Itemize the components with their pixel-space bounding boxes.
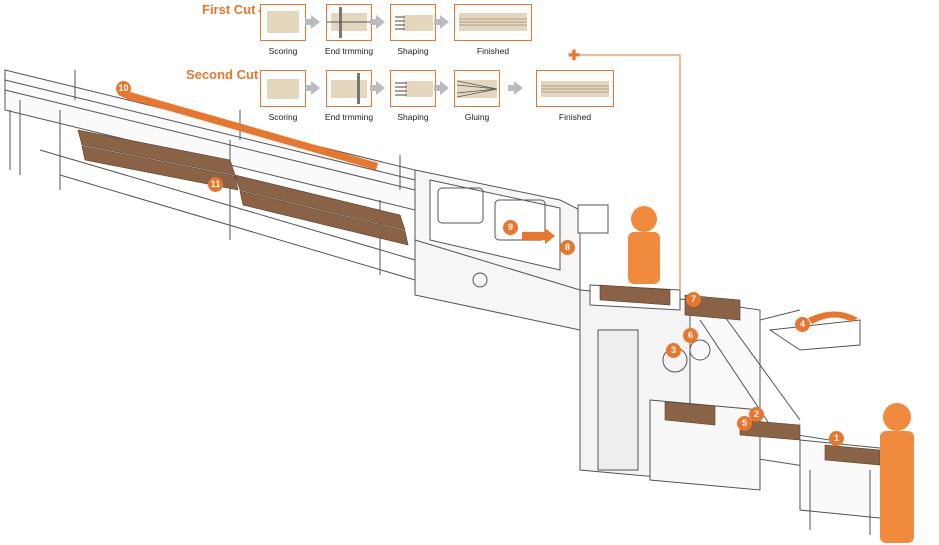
second-step-label: Shaping	[397, 112, 429, 122]
rotate-arrow-4	[808, 311, 858, 324]
step-marker-10: 10	[116, 81, 131, 96]
first-step-arrow	[370, 15, 385, 29]
first-shaping-thumbnail	[390, 4, 436, 41]
first-step-label: Scoring	[268, 46, 298, 56]
first-end-trimming-thumbnail	[326, 4, 372, 41]
second-scoring-thumbnail	[260, 70, 306, 107]
second-step-label: Scoring	[268, 112, 298, 122]
first-scoring-thumbnail	[260, 4, 306, 41]
feed-arrow-9	[522, 228, 555, 244]
flow-connector	[574, 54, 681, 290]
step-marker-2: 2	[749, 407, 764, 422]
first-finished-thumbnail	[454, 4, 532, 41]
operator-figure-middle	[628, 206, 660, 284]
step-marker-6: 6	[683, 328, 698, 343]
first-step-label: End trmming	[324, 46, 374, 56]
first-step-label: Finished	[476, 46, 510, 56]
step-marker-5: 5	[737, 416, 752, 431]
step-marker-1: 1	[829, 431, 844, 446]
svg-text:✚: ✚	[568, 47, 580, 63]
return-arrow	[128, 92, 378, 170]
step-marker-8: 8	[560, 240, 575, 255]
first-step-label: Shaping	[397, 46, 429, 56]
second-step-arrow	[370, 81, 385, 95]
step-marker-3: 3	[666, 343, 681, 358]
second-step-label: Gluing	[464, 112, 490, 122]
step-marker-7: 7	[686, 292, 701, 307]
second-cut-title: Second Cut◆	[186, 67, 267, 82]
step-marker-4: 4	[795, 317, 810, 332]
second-end-trimming-thumbnail	[326, 70, 372, 107]
step-marker-9: 9	[503, 220, 518, 235]
second-step-label: End trmming	[324, 112, 374, 122]
second-finished-thumbnail	[536, 70, 614, 107]
first-step-arrow	[434, 15, 449, 29]
operator-figure-right	[880, 403, 914, 543]
first-cut-title: First Cut◆	[202, 2, 265, 17]
step-marker-11: 11	[208, 177, 223, 192]
second-step-arrow	[508, 81, 523, 95]
second-step-label: Finished	[558, 112, 592, 122]
second-shaping-thumbnail	[390, 70, 436, 107]
second-gluing-thumbnail	[454, 70, 500, 107]
first-step-arrow	[305, 15, 320, 29]
second-step-arrow	[434, 81, 449, 95]
second-step-arrow	[305, 81, 320, 95]
